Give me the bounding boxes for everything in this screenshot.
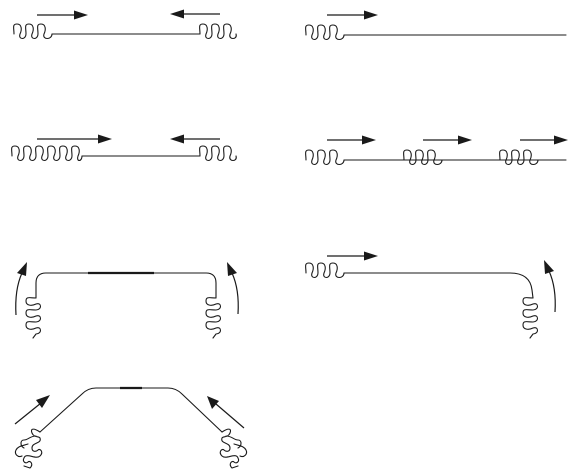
panel-g-right-coil xyxy=(219,428,248,469)
panel-b-left-coil xyxy=(305,24,345,41)
panel-a-arrow-right xyxy=(37,10,88,20)
panel-d xyxy=(305,135,568,166)
panel-g-left-coil xyxy=(14,428,43,469)
panel-g-right-arrow xyxy=(207,396,245,429)
panel-a-right-coil xyxy=(199,23,237,40)
panel-f-right-coil xyxy=(522,297,539,339)
panel-f xyxy=(305,251,556,339)
panel-f-arrow-right xyxy=(327,251,378,261)
panel-e-right-coil xyxy=(205,297,222,339)
panel-f-arrow-up xyxy=(544,260,556,313)
panel-f-left-coil xyxy=(305,262,345,279)
panel-c-arrow-left xyxy=(170,134,220,144)
panel-b xyxy=(305,10,567,41)
panel-f-strand xyxy=(343,272,534,299)
panel-g xyxy=(14,386,248,469)
panel-d-arrow-1 xyxy=(327,135,376,145)
panel-e-right-arrow xyxy=(227,262,239,315)
panel-e-left-arrow xyxy=(15,262,27,316)
panel-a-arrow-left xyxy=(170,9,220,19)
panel-c xyxy=(11,134,237,162)
panel-e-strand xyxy=(35,272,217,299)
panel-g-strand xyxy=(39,387,223,433)
panel-d-arrow-2 xyxy=(423,135,472,145)
panel-e-left-coil xyxy=(25,297,42,339)
panel-a-left-coil xyxy=(13,23,53,40)
panel-b-arrow-right xyxy=(327,10,378,20)
panel-g-left-arrow xyxy=(14,395,50,425)
panel-d-coil-3 xyxy=(499,149,539,166)
panel-a xyxy=(13,9,237,40)
panel-c-arrow-right xyxy=(37,134,112,144)
panel-c-right-coil xyxy=(199,145,237,162)
panel-e xyxy=(15,262,239,339)
panel-d-coil-1 xyxy=(305,149,345,166)
panel-c-left-coil xyxy=(11,145,83,162)
panel-d-arrow-3 xyxy=(520,135,568,145)
panel-d-coil-2 xyxy=(403,149,443,166)
